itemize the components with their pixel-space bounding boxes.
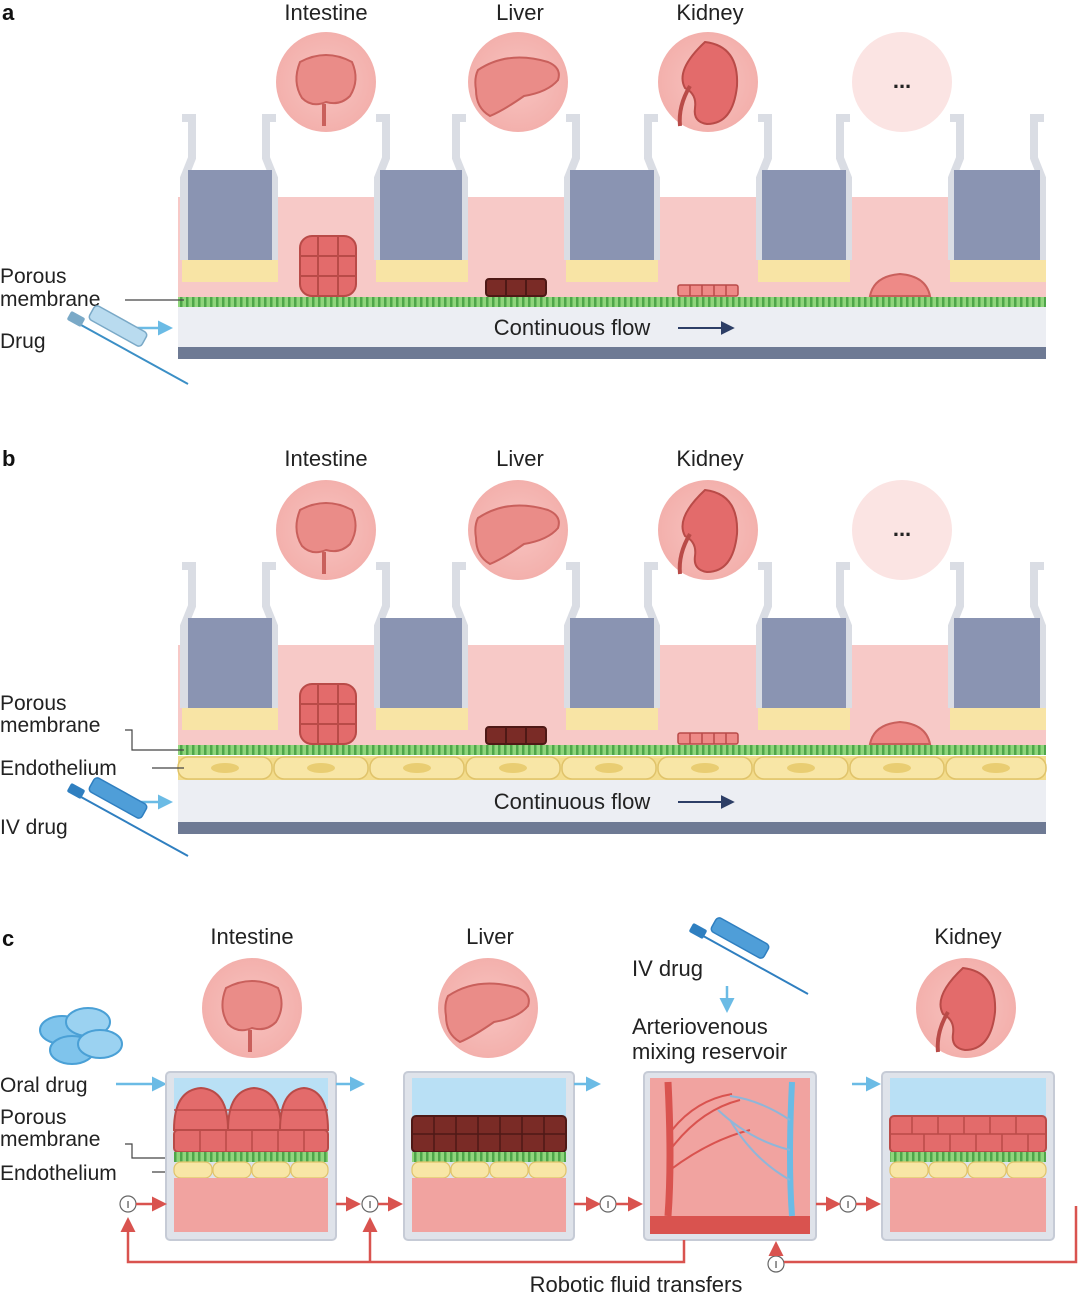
panel-a-flow-label: Continuous flow [494,315,651,340]
panel-b-porous-label-1: Porous [0,692,67,715]
panel-a-liver-tissue [485,278,547,297]
panel-b-kidney-tissue [677,732,739,745]
panel-a-porous-label-2: membrane [0,288,100,311]
kidney-icon-shape [681,40,739,126]
panel-b-other-tissue [868,720,932,745]
panel-c-iv-drug-label: IV drug [632,956,703,981]
liver-module [403,1071,575,1241]
kidney-module [881,1071,1055,1241]
panel-c-organ-kidney-label: Kidney [934,924,1001,949]
panel-b-endothelium-label: Endothelium [0,757,117,780]
syringe-icon [67,777,189,857]
panel-a-porous-label-1: Porous [0,265,67,288]
liver-icon-shape [474,56,560,118]
pump-circles [119,1195,857,1273]
pills-icon [39,1007,123,1065]
panel-c-endothelium-label: Endothelium [0,1162,117,1185]
panel-a-inserts [180,114,1046,282]
panel-c-letter: c [2,926,14,951]
reservoir-label-2: mixing reservoir [632,1039,787,1064]
panel-a-organ-liver-label: Liver [496,0,544,25]
panel-b-organ-intestine-label: Intestine [284,446,367,471]
more-organs-icon [852,480,952,580]
insert-4 [756,114,852,282]
panel-b-organ-kidney-label: Kidney [676,446,743,471]
panel-a-intestine-tissue [299,235,357,297]
reservoir-label-1: Arteriovenous [632,1014,768,1039]
more-organs-icon [852,32,952,132]
panel-b-porous-membrane [178,745,1046,755]
panel-c-organ-liver-label: Liver [466,924,514,949]
panel-c-oral-drug-label: Oral drug [0,1074,88,1097]
panel-b-intestine-tissue [299,683,357,745]
panel-b-letter: b [2,446,15,471]
panel-c-porous-label-2: membrane [0,1128,100,1151]
panel-b-flow-label: Continuous flow [494,789,651,814]
insert-3 [564,114,660,282]
panel-a: a Intestine Liver Kidney ... [0,0,1046,385]
panel-b-porous-label-2: membrane [0,714,100,737]
more-organs-label: ... [893,516,911,541]
panel-a-base [178,347,1046,359]
panel-b-base [178,822,1046,834]
pump-icon: I [775,1260,778,1271]
panel-a-letter: a [2,0,15,25]
intestine-icon-shape [295,54,357,106]
insert-5 [948,114,1046,282]
panel-b-liver-tissue [485,726,547,745]
insert-2 [374,114,468,282]
panel-a-organ-intestine-label: Intestine [284,0,367,25]
panel-b-endothelium [177,756,1047,780]
insert-1 [180,114,278,282]
pump-icon: I [127,1200,130,1211]
panel-a-porous-membrane [178,297,1046,307]
syringe-icon [689,917,809,995]
panel-c-porous-label-1: Porous [0,1106,67,1129]
panel-b-inserts [180,562,1046,730]
robotic-transfer-label: Robotic fluid transfers [530,1272,743,1297]
panel-a-kidney-tissue [677,284,739,297]
panel-a-drug-label: Drug [0,330,46,353]
syringe-icon [67,305,189,385]
panel-c: c Intestine Liver Kidney IV drug Arterio… [0,917,1078,1297]
pump-icon: I [847,1200,850,1211]
panel-b-flow-channel [178,780,1046,822]
pump-icon: I [607,1200,610,1211]
intestine-module [165,1071,337,1241]
more-organs-label: ... [893,68,911,93]
panel-a-flow-channel [178,307,1046,347]
panel-a-other-tissue [868,272,932,297]
panel-b: b Intestine Liver Kidney ... [0,446,1047,857]
pump-icon: I [369,1200,372,1211]
panel-b-organ-liver-label: Liver [496,446,544,471]
panel-b-iv-drug-label: IV drug [0,816,68,839]
red-transfer-arrows [120,1196,1078,1264]
mixing-reservoir [643,1071,817,1241]
panel-a-organ-kidney-label: Kidney [676,0,743,25]
panel-c-organ-intestine-label: Intestine [210,924,293,949]
